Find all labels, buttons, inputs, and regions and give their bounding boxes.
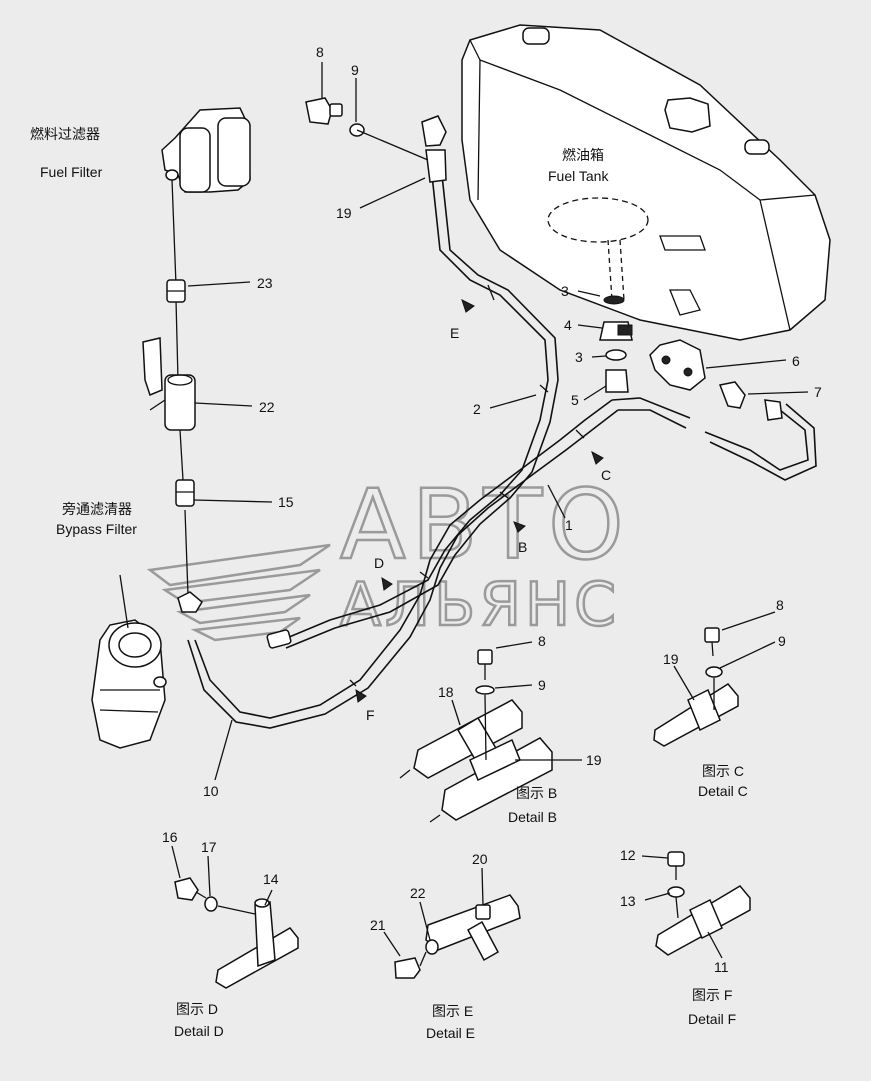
detail-d-callout-14: 14 <box>263 871 279 887</box>
detail-d-title-en: Detail D <box>174 1023 224 1039</box>
callout-19: 19 <box>336 205 352 221</box>
arrow-e-icon <box>461 299 475 313</box>
fuel-filter-label-cn: 燃料过滤器 <box>30 126 100 142</box>
detail-b-drawing <box>399 649 553 823</box>
filter-feed-line <box>171 179 189 596</box>
tank-fittings <box>599 295 783 421</box>
detail-e-callout-21: 21 <box>370 917 386 933</box>
detail-f-drawing <box>655 851 751 956</box>
fuel-tank <box>461 24 831 341</box>
detail-b-leaders <box>451 641 582 761</box>
detail-b-title-en: Detail B <box>508 809 557 825</box>
detail-b-callout-8: 8 <box>538 633 546 649</box>
view-label-d: D <box>374 555 384 571</box>
view-label-f: F <box>366 707 375 723</box>
detail-f-title-cn: 图示 F <box>692 987 732 1003</box>
bypass-filter-label-cn: 旁通滤清器 <box>62 501 132 517</box>
view-label-b: B <box>518 539 527 555</box>
callout-3b: 3 <box>575 349 583 365</box>
view-label-c: C <box>601 467 611 483</box>
detail-d-callout-16: 16 <box>162 829 178 845</box>
callout-23: 23 <box>257 275 273 291</box>
bypass-filter <box>91 619 167 749</box>
detail-e-leaders <box>383 867 484 957</box>
callout-1: 1 <box>565 517 573 533</box>
detail-f-callout-12: 12 <box>620 847 636 863</box>
arrow-b-icon <box>513 521 526 533</box>
detail-b-callout-18: 18 <box>438 684 454 700</box>
callout-22: 22 <box>259 399 275 415</box>
detail-b-callout-9: 9 <box>538 677 546 693</box>
detail-e-title-cn: 图示 E <box>432 1003 473 1019</box>
fuel-filter-label-en: Fuel Filter <box>40 164 103 180</box>
callout-3a: 3 <box>561 283 569 299</box>
detail-e-callout-20: 20 <box>472 851 488 867</box>
fuel-tank-label-en: Fuel Tank <box>548 168 609 184</box>
view-arrows <box>355 299 604 703</box>
arrow-c-icon <box>591 450 604 465</box>
detail-c-callout-9: 9 <box>778 633 786 649</box>
detail-e-callout-22: 22 <box>410 885 426 901</box>
fuel-tank-label-cn: 燃油箱 <box>562 147 604 163</box>
bypass-filter-label-en: Bypass Filter <box>56 521 137 537</box>
detail-c-title-cn: 图示 C <box>702 763 744 779</box>
arrow-d-icon <box>381 577 393 591</box>
callout-9: 9 <box>351 62 359 78</box>
detail-c-leaders <box>673 611 776 701</box>
fitting-23 <box>166 279 186 303</box>
fitting-15 <box>175 479 195 507</box>
detail-d-title-cn: 图示 D <box>176 1001 218 1017</box>
watermark-logo <box>146 543 331 642</box>
bypass-leader <box>119 574 129 629</box>
callout-8: 8 <box>316 44 324 60</box>
callout-7: 7 <box>814 384 822 400</box>
detail-e-drawing <box>394 894 521 979</box>
water-separator-22 <box>142 337 196 431</box>
detail-d-callout-17: 17 <box>201 839 217 855</box>
detail-c-drawing <box>653 627 739 747</box>
detail-f-callout-13: 13 <box>620 893 636 909</box>
callout-4: 4 <box>564 317 572 333</box>
detail-f-title-en: Detail F <box>688 1011 736 1027</box>
detail-f-leaders <box>641 855 723 959</box>
callout-5: 5 <box>571 392 579 408</box>
callout-15: 15 <box>278 494 294 510</box>
detail-c-callout-8: 8 <box>776 597 784 613</box>
detail-c-callout-19: 19 <box>663 651 679 667</box>
callout-6: 6 <box>792 353 800 369</box>
detail-d-drawing <box>174 877 299 989</box>
callout-2: 2 <box>473 401 481 417</box>
fuel-filter <box>161 107 251 193</box>
detail-f-callout-11: 11 <box>714 959 729 975</box>
watermark-line1: АВТО <box>340 469 630 581</box>
watermark: АВТО АЛЬЯНС <box>146 468 630 642</box>
detail-b-callout-19: 19 <box>586 752 602 768</box>
detail-c-title-en: Detail C <box>698 783 748 799</box>
detail-d-leaders <box>171 845 273 906</box>
top-fitting-group <box>305 97 447 183</box>
detail-e-title-en: Detail E <box>426 1025 475 1041</box>
detail-b-title-cn: 图示 B <box>516 785 557 801</box>
main-callouts <box>187 62 809 781</box>
hoses <box>177 174 817 729</box>
view-label-e: E <box>450 325 459 341</box>
callout-10: 10 <box>203 783 219 799</box>
arrow-f-icon <box>355 689 367 703</box>
